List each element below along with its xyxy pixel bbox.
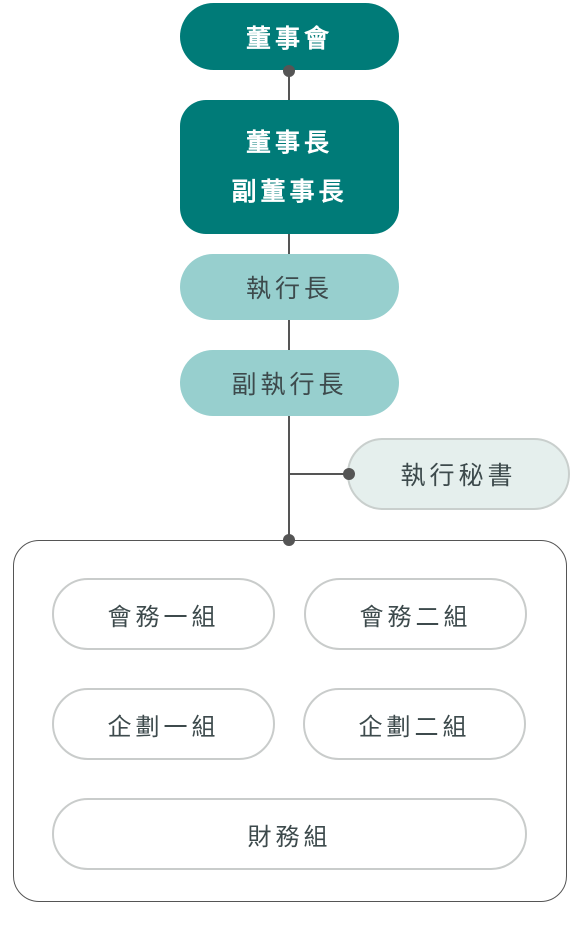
deputy-ceo-label: 副執行長 [231, 370, 348, 399]
unit-label: 企劃一組 [107, 712, 220, 741]
connector-secretary [289, 473, 349, 475]
connector-ceo-deputy [288, 320, 290, 350]
deputy-ceo-node: 副執行長 [180, 350, 399, 416]
unit-label: 會務二組 [359, 602, 472, 631]
unit-planning-2: 企劃二組 [303, 688, 526, 760]
secretary-node: 執行秘書 [347, 438, 570, 510]
unit-affairs-1: 會務一組 [52, 578, 275, 650]
unit-finance: 財務組 [52, 798, 527, 870]
unit-planning-1: 企劃一組 [52, 688, 275, 760]
connector-chair-ceo [288, 234, 290, 254]
unit-label: 財務組 [247, 822, 332, 851]
connector-deputy-units [288, 416, 290, 540]
unit-affairs-2: 會務二組 [304, 578, 527, 650]
vice-chair-label: 副董事長 [231, 177, 348, 206]
ceo-label: 執行長 [245, 274, 333, 303]
units-dot [283, 534, 295, 546]
unit-label: 企劃二組 [358, 712, 471, 741]
board-node: 董事會 [180, 3, 399, 70]
ceo-node: 執行長 [180, 254, 399, 320]
board-label: 董事會 [245, 23, 333, 53]
connector-board-chair [288, 70, 290, 100]
chair-label: 董事長 [245, 128, 333, 157]
board-dot [283, 65, 295, 77]
secretary-label: 執行秘書 [400, 461, 517, 490]
secretary-dot [343, 468, 355, 480]
unit-label: 會務一組 [107, 602, 220, 631]
chair-node: 董事長 副董事長 [180, 100, 399, 234]
